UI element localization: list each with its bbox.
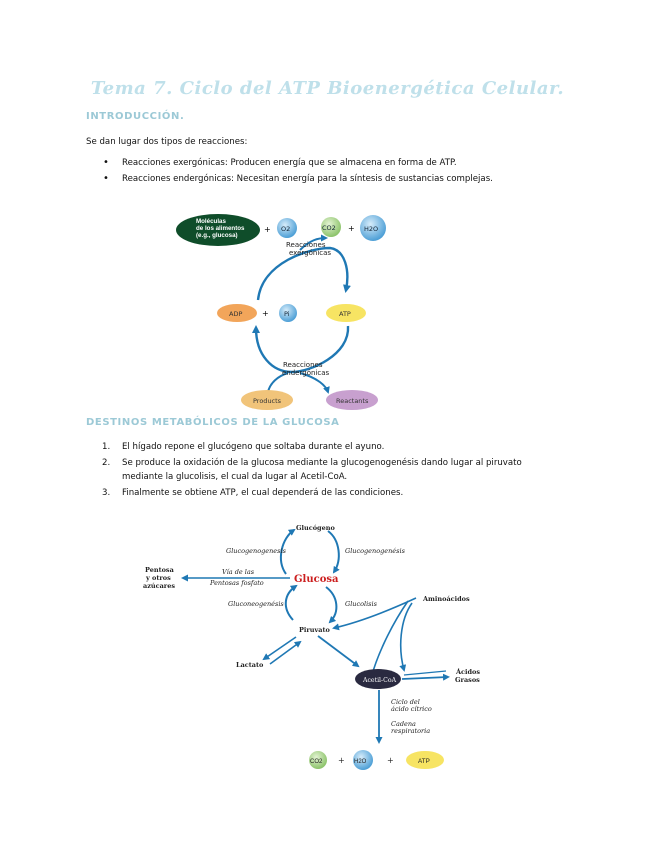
cadena-label: Cadena respiratoria xyxy=(391,720,430,735)
glucogenogenesis-right-label: Glucogenogenésis xyxy=(345,547,406,555)
exergonic-label: Reacciones exergónicas xyxy=(286,241,331,257)
atp-label: ATP xyxy=(418,758,430,765)
list-item: Reacciones endergónicas: Necesitan energ… xyxy=(86,172,493,188)
arrow xyxy=(403,670,447,676)
arrow xyxy=(401,673,450,681)
arrow xyxy=(279,528,296,575)
exergonic-arc xyxy=(256,246,351,301)
arrow xyxy=(284,584,298,621)
endergonic-branch xyxy=(299,372,330,394)
arrow xyxy=(371,600,409,676)
reactants-label: Reactants xyxy=(336,397,369,405)
list-item: Reacciones exergónicas: Producen energía… xyxy=(86,156,493,172)
h2o-circle xyxy=(353,750,373,770)
acidos-grasos-label: Ácidos Grasos xyxy=(455,667,482,684)
arrow xyxy=(317,635,360,668)
list-item: 3.Finalmente se obtiene ATP, el cual dep… xyxy=(102,487,404,498)
h2o-label: H2O xyxy=(354,759,367,765)
products-ellipse xyxy=(241,390,293,410)
adp-label: ADP xyxy=(229,310,242,318)
plus-sign: + xyxy=(262,309,269,318)
intro-lead: Se dan lugar dos tipos de reacciones: xyxy=(86,137,248,147)
arrow xyxy=(332,597,417,631)
endergonic-branch-left xyxy=(267,372,289,393)
food-molecules-ellipse xyxy=(176,214,260,246)
arrow xyxy=(327,530,340,574)
reactants-ellipse xyxy=(326,390,378,410)
glucolisis-label: Glucolisis xyxy=(345,600,378,608)
h2o-circle xyxy=(360,215,386,241)
list-item: 1.El hígado repone el glucógeno que solt… xyxy=(102,442,385,452)
glucogeno-label: Glucógeno xyxy=(296,524,335,532)
h2o-label: H2O xyxy=(364,225,378,233)
o2-label: O2 xyxy=(281,225,290,233)
piruvato-label: Piruvato xyxy=(299,626,330,634)
plus-sign: + xyxy=(264,225,271,234)
acetil-coa-ellipse xyxy=(355,669,401,689)
glucosa-label: Glucosa xyxy=(294,574,339,585)
plus-sign: + xyxy=(348,224,355,233)
atp-label: ATP xyxy=(339,310,351,318)
arrow xyxy=(325,586,338,624)
pi-label: Pi xyxy=(284,310,290,318)
plus-sign: + xyxy=(387,756,394,765)
acetil-coa-label: Acetil-CoA xyxy=(362,677,397,684)
co2-circle xyxy=(321,217,341,237)
co2-circle xyxy=(309,751,327,769)
glucogenogenesis-left-label: Glucogenogenesis xyxy=(226,547,287,555)
co2-label: CO2 xyxy=(310,759,323,765)
pi-circle xyxy=(279,304,297,322)
food-label: Moléculas de los alimentos (e.g., glucos… xyxy=(196,218,246,239)
atp-ellipse xyxy=(326,304,366,322)
pentosa-label: Pentosa y otros azúcares xyxy=(143,566,176,590)
aminoacidos-label: Aminoácidos xyxy=(422,595,470,603)
arrow xyxy=(269,640,302,665)
arrow xyxy=(399,602,413,672)
endergonic-arc xyxy=(252,325,350,374)
adp-ellipse xyxy=(217,304,257,322)
o2-circle xyxy=(277,218,297,238)
reaction-type-list: Reacciones exergónicas: Producen energía… xyxy=(86,156,493,188)
exergonic-branch xyxy=(299,234,328,251)
page-title: Tema 7. Ciclo del ATP Bioenergética Celu… xyxy=(90,78,565,99)
atp-ellipse xyxy=(406,751,444,769)
lactato-label: Lactato xyxy=(236,661,264,669)
section-heading-destinos: DESTINOS METABÓLICOS DE LA GLUCOSA xyxy=(86,417,340,428)
list-item: 2.Se produce la oxidación de la glucosa … xyxy=(102,457,522,483)
co2-label: CO2 xyxy=(322,224,336,232)
via-label: Vía de las xyxy=(222,568,255,576)
via-label-2: Pentosas fosfato xyxy=(209,579,264,587)
endergonic-label: Reacciones endergónicas xyxy=(282,361,329,377)
arrow xyxy=(262,636,297,661)
destinos-list: 1.El hígado repone el glucógeno que solt… xyxy=(86,440,526,501)
gluconeogenesis-label: Gluconeogenésis xyxy=(228,600,284,608)
products-label: Products xyxy=(253,397,282,405)
section-heading-introduccion: INTRODUCCIÓN. xyxy=(86,111,185,122)
ciclo-label: Ciclo del ácido cítrico xyxy=(391,698,432,713)
plus-sign: + xyxy=(338,756,345,765)
